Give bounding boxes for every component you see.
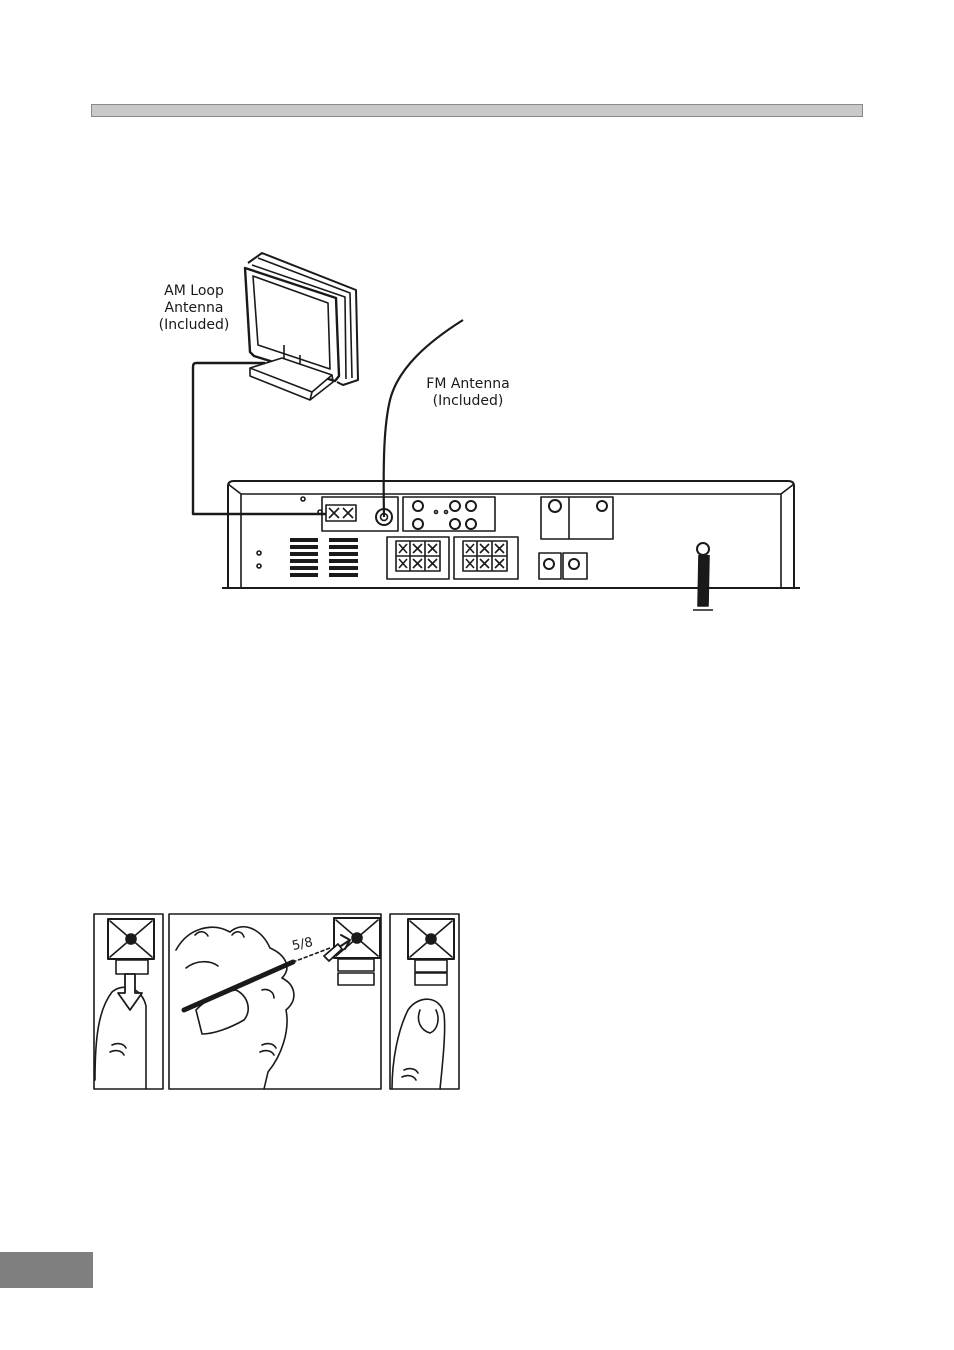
step-1-press-tab-panel: [94, 914, 163, 1089]
step-3-release-tab-panel: [390, 914, 459, 1089]
step-2-insert-wire-panel: [169, 914, 381, 1089]
page-number-tab: [0, 1252, 93, 1288]
